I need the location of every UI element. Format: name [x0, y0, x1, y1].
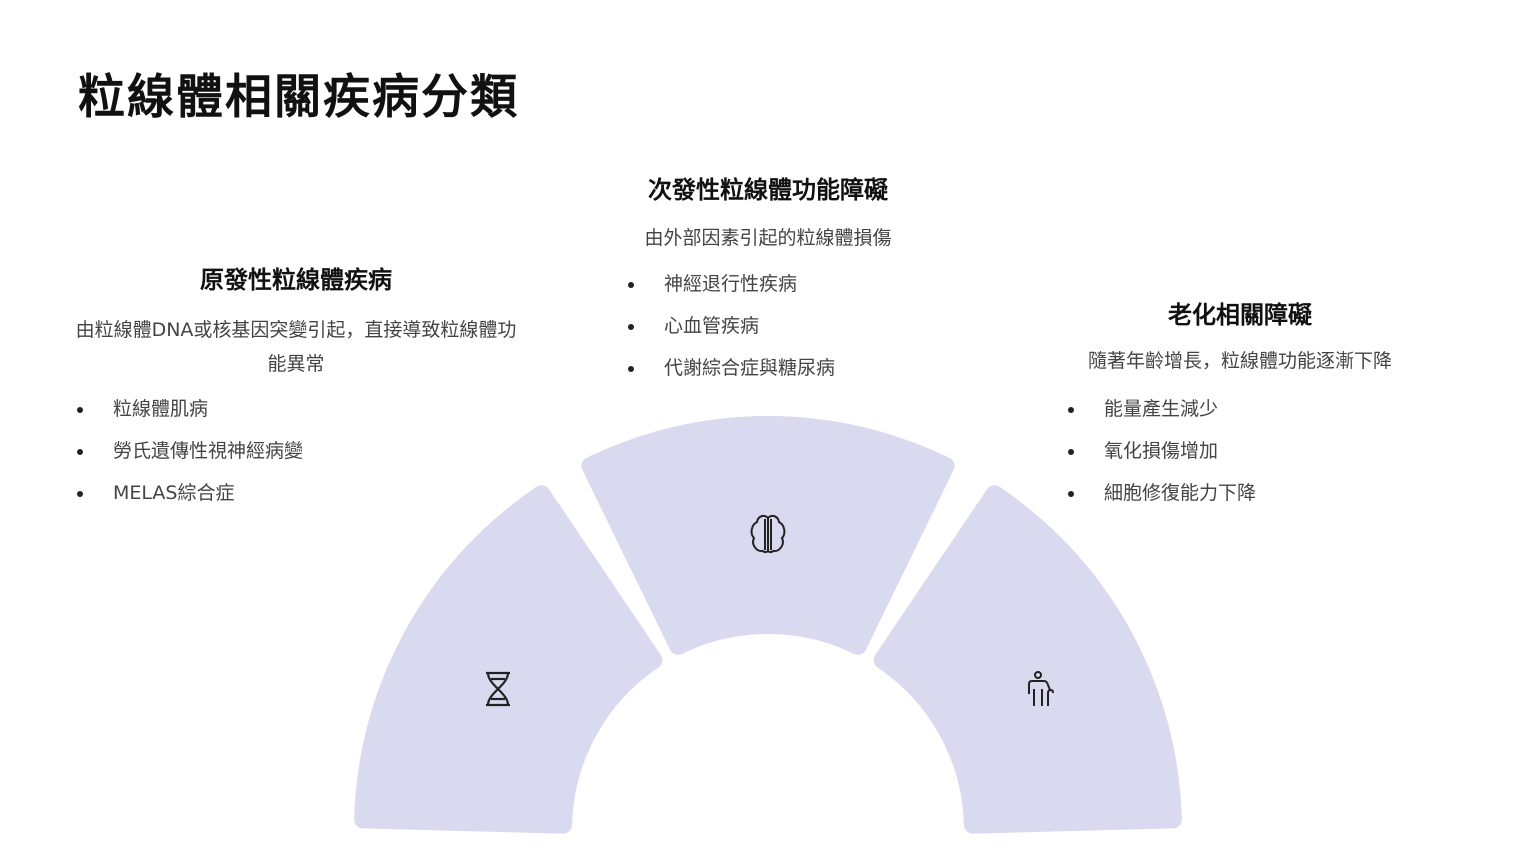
list-item: 代謝綜合症與糖尿病	[628, 347, 835, 389]
arc-segment-aging	[873, 485, 1182, 834]
category-list: 神經退行性疾病 心血管疾病 代謝綜合症與糖尿病	[628, 263, 835, 389]
category-list: 粒線體肌病 勞氏遺傳性視神經病變 MELAS綜合症	[77, 388, 303, 514]
category-heading: 老化相關障礙	[1168, 301, 1312, 329]
category-description: 隨著年齡增長，粒線體功能逐漸下降	[1087, 350, 1392, 372]
category-list: 能量產生減少 氧化損傷增加 細胞修復能力下降	[1068, 388, 1256, 514]
category-heading: 次發性粒線體功能障礙	[648, 176, 888, 204]
brain-icon	[750, 514, 786, 554]
elderly-person-icon	[1028, 671, 1054, 706]
page-title: 粒線體相關疾病分類	[78, 70, 519, 125]
dna-icon	[486, 671, 510, 707]
category-primary: 原發性粒線體疾病 由粒線體DNA或核基因突變引起，直接導致粒線體功能異常	[70, 260, 522, 381]
list-item: 勞氏遺傳性視神經病變	[77, 430, 303, 472]
list-item: 粒線體肌病	[77, 388, 303, 430]
category-description: 由外部因素引起的粒線體損傷	[644, 227, 892, 249]
list-item: 神經退行性疾病	[628, 263, 835, 305]
category-aging: 老化相關障礙 隨著年齡增長，粒線體功能逐漸下降	[1040, 295, 1440, 378]
list-item: 能量產生減少	[1068, 388, 1256, 430]
category-description: 由粒線體DNA或核基因突變引起，直接導致粒線體功能異常	[75, 319, 517, 375]
list-item: 細胞修復能力下降	[1068, 472, 1256, 514]
category-secondary: 次發性粒線體功能障礙 由外部因素引起的粒線體損傷	[568, 170, 968, 255]
list-item: MELAS綜合症	[77, 472, 303, 514]
arc-segment-primary	[354, 485, 663, 834]
list-item: 氧化損傷增加	[1068, 430, 1256, 472]
category-heading: 原發性粒線體疾病	[200, 266, 392, 294]
list-item: 心血管疾病	[628, 305, 835, 347]
